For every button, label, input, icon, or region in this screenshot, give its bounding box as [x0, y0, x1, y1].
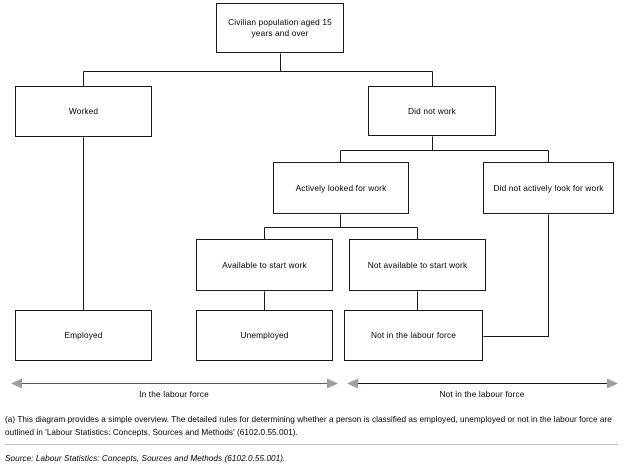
node-employed[interactable]: Employed [15, 310, 152, 361]
source-text: Source: Labour Statistics: Concepts, Sou… [5, 454, 286, 463]
node-available-to-start-work[interactable]: Available to start work [196, 239, 333, 291]
node-actively-looked-for-work[interactable]: Actively looked for work [273, 162, 409, 214]
node-not-available-to-start-work[interactable]: Not available to start work [349, 239, 486, 291]
footnote-text: (a) This diagram provides a simple overv… [5, 415, 612, 437]
connector-actively-looked-split [264, 214, 418, 240]
node-did-not-actively-look-for-work-label: Did not actively look for work [493, 182, 604, 193]
node-did-not-work[interactable]: Did not work [368, 86, 496, 136]
node-not-in-the-labour-force-label: Not in the labour force [370, 330, 457, 340]
connector-did-not-actively-to-nilf [483, 214, 549, 337]
node-not-in-the-labour-force[interactable]: Not in the labour force [344, 310, 483, 361]
node-employed-label: Employed [64, 330, 103, 340]
node-actively-looked-for-work-label: Actively looked for work [295, 182, 387, 193]
node-civilian-population[interactable]: Civilian population aged 15 years and ov… [216, 3, 344, 53]
node-unemployed-label: Unemployed [240, 330, 289, 340]
node-civilian-population-label: Civilian population aged 15 years and ov… [228, 17, 332, 38]
node-worked[interactable]: Worked [15, 86, 152, 137]
connector-root-split [83, 53, 433, 87]
node-unemployed[interactable]: Unemployed [196, 310, 333, 361]
node-not-available-to-start-work-label: Not available to start work [367, 259, 468, 270]
footnote-divider [5, 444, 618, 445]
bracket-label-in-labour-force: In the labour force [12, 389, 336, 400]
node-did-not-work-label: Did not work [408, 105, 456, 116]
node-available-to-start-work-label: Available to start work [222, 259, 307, 270]
bracket-label-not-in-labour-force: Not in the labour force [348, 389, 616, 400]
bracket-label-not-in-labour-force-text: Not in the labour force [439, 389, 525, 399]
node-did-not-actively-look-for-work[interactable]: Did not actively look for work [483, 162, 614, 214]
connector-did-not-work-split [340, 136, 549, 163]
node-worked-label: Worked [68, 106, 99, 116]
bracket-label-in-labour-force-text: In the labour force [139, 389, 209, 399]
